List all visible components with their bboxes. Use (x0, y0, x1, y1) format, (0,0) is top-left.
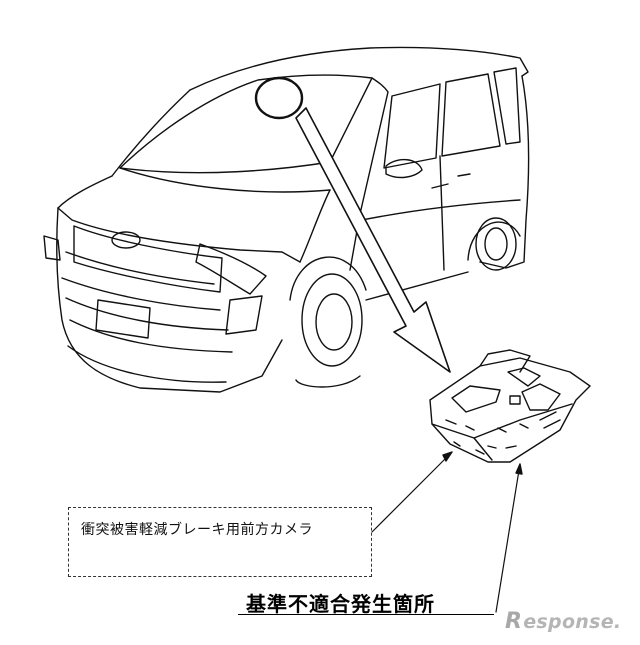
pointer-arrow (295, 107, 451, 373)
front-camera-unit-drawing (429, 349, 591, 463)
response-r-logo-icon: R (505, 609, 523, 634)
part-label-leader (371, 451, 453, 533)
response-watermark: Response. (505, 609, 621, 634)
watermark-text: esponse. (523, 611, 622, 633)
nonconformity-location-label: 基準不適合発生箇所 (246, 592, 435, 616)
nonconformity-leader (495, 463, 521, 613)
vehicle-drawing (43, 46, 530, 393)
camera-location-circle (254, 76, 304, 120)
nonconformity-underline (238, 614, 494, 615)
part-label-text: 衝突被害軽減ブレーキ用前方カメラ (81, 522, 313, 538)
part-label-box: 衝突被害軽減ブレーキ用前方カメラ (68, 507, 372, 577)
